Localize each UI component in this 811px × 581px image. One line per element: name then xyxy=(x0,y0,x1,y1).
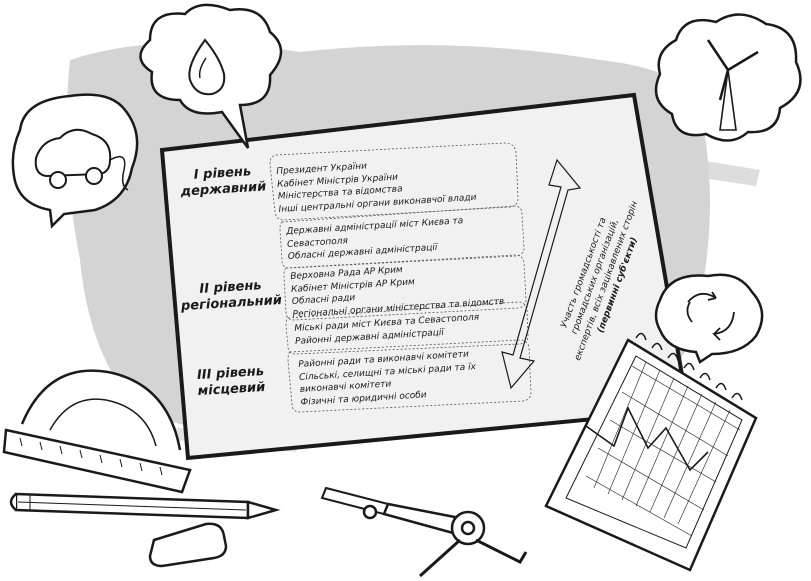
block-outlines xyxy=(269,142,532,413)
pencil-icon xyxy=(9,492,281,520)
eraser-icon xyxy=(148,522,228,568)
chart-notebook-icon xyxy=(544,332,758,572)
recycle-icon xyxy=(654,273,764,364)
level-2-label: II рівень регіональний xyxy=(175,277,287,316)
water-drop-icon xyxy=(139,3,283,149)
level-3-label: III рівень місцевий xyxy=(175,363,287,402)
level-1-label: I рівень державний xyxy=(167,163,279,202)
wind-turbine-icon xyxy=(654,13,802,142)
double-arrow xyxy=(501,158,582,390)
compass-icon xyxy=(320,486,528,578)
electric-car-icon xyxy=(11,93,139,229)
protractor-icon xyxy=(2,369,192,494)
